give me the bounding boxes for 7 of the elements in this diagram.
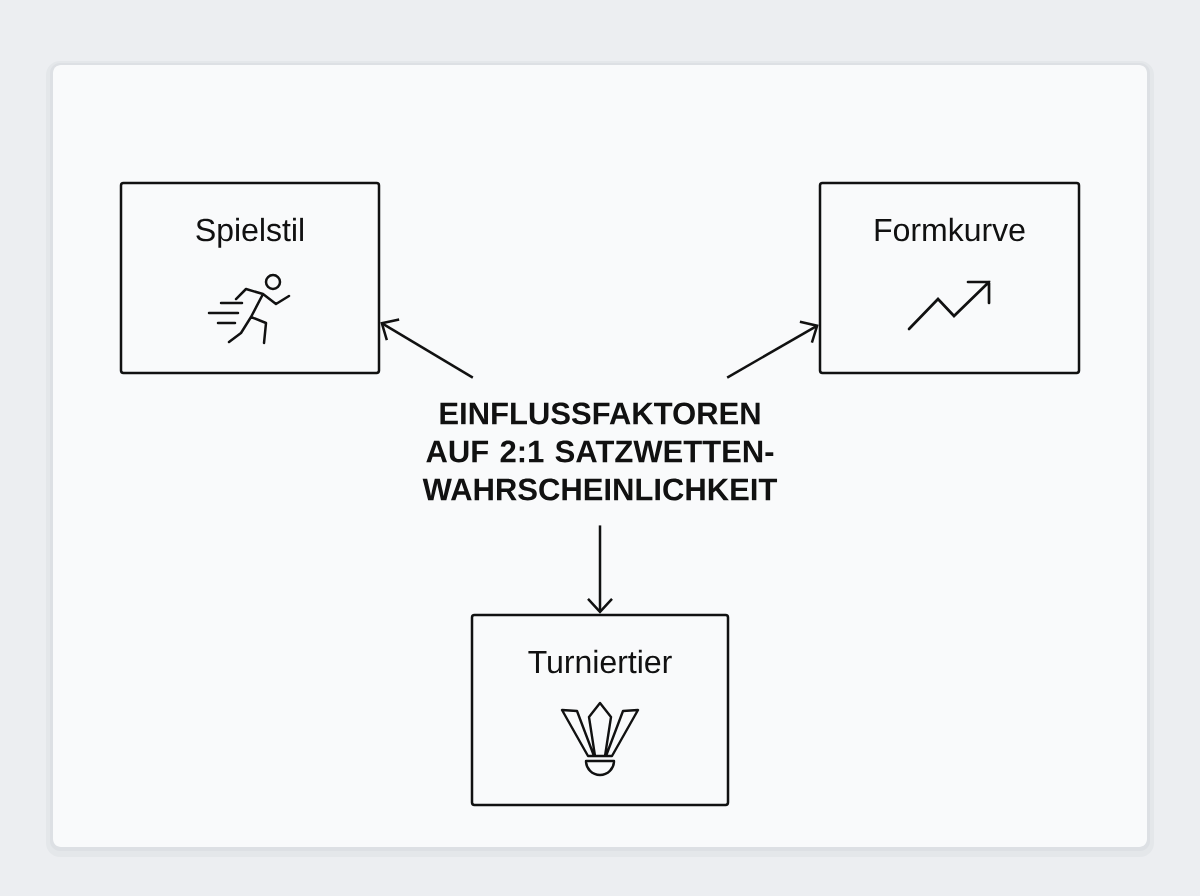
factor-box: Formkurve <box>818 181 1081 375</box>
arrow <box>726 320 819 379</box>
arrow <box>380 318 474 379</box>
factor-box: Spielstil <box>119 181 381 375</box>
title-text: EINFLUSSFAKTOREN AUF 2:1 SATZWETTEN- WAHRSCHEINLICHKEIT <box>422 402 778 501</box>
factor-box: Turniertier <box>470 613 730 807</box>
arrow <box>587 525 613 614</box>
